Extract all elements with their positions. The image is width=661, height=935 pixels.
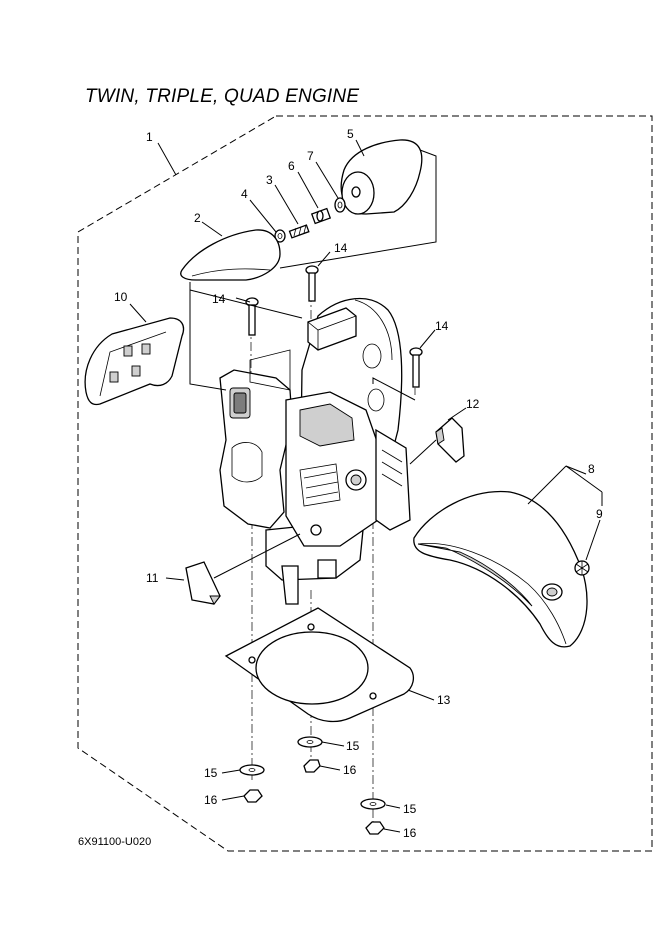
diagram-code: 6X91100-U020 [78,836,152,848]
bracket-line [189,282,227,391]
diagram-title: TWIN, TRIPLE, QUAD ENGINE [85,86,360,107]
part-3-screw[interactable] [288,224,310,239]
part-2-upper-cover[interactable] [180,229,281,281]
part-16-nut[interactable] [243,789,263,803]
callout-16: 16 [343,763,357,777]
bracket-line [372,377,416,401]
part-9-grommet[interactable] [574,560,590,576]
part-4-washer[interactable] [274,229,286,243]
leader-lines [129,139,603,833]
part-14-screw[interactable] [305,265,319,302]
callout-15: 15 [204,766,218,780]
callout-6: 6 [288,159,295,173]
part-13-base-plate[interactable] [224,607,415,723]
part-1-main-housing[interactable] [219,297,411,605]
callout-8: 8 [588,462,595,476]
callout-11: 11 [146,571,159,585]
callout-13: 13 [437,693,451,707]
callout-15: 15 [346,739,360,753]
callout-5: 5 [347,127,354,141]
part-14-screw[interactable] [245,297,259,336]
callout-14: 14 [334,241,348,255]
callout-1: 1 [146,130,153,144]
assembly-boundary [77,115,653,852]
callout-2: 2 [194,211,201,225]
callout-15: 15 [403,802,417,816]
bracket-line [189,289,303,319]
part-10-side-panel[interactable] [84,317,185,406]
callout-16: 16 [204,793,218,807]
callout-3: 3 [266,173,273,187]
part-15-washer[interactable] [297,736,323,748]
part-11-small-cover[interactable] [185,561,221,605]
part-8-front-cover[interactable] [413,490,588,648]
part-15-washer[interactable] [239,764,265,776]
callout-14: 14 [435,319,449,333]
bracket-line [279,149,437,269]
part-6-collar[interactable] [310,207,332,225]
part-15-washer[interactable] [360,798,386,810]
callout-14: 14 [212,292,226,306]
callout-12: 12 [466,397,480,411]
part-16-nut[interactable] [365,821,385,835]
part-16-nut[interactable] [303,759,321,773]
callout-9: 9 [596,507,603,521]
callout-10: 10 [114,290,128,304]
callout-4: 4 [241,187,248,201]
callout-16: 16 [403,826,417,840]
part-7-washer[interactable] [334,197,346,213]
part-14-screw[interactable] [409,347,423,388]
part-5-grip-cap[interactable] [340,139,423,215]
part-12-clip[interactable] [435,417,465,463]
callout-7: 7 [307,149,314,163]
